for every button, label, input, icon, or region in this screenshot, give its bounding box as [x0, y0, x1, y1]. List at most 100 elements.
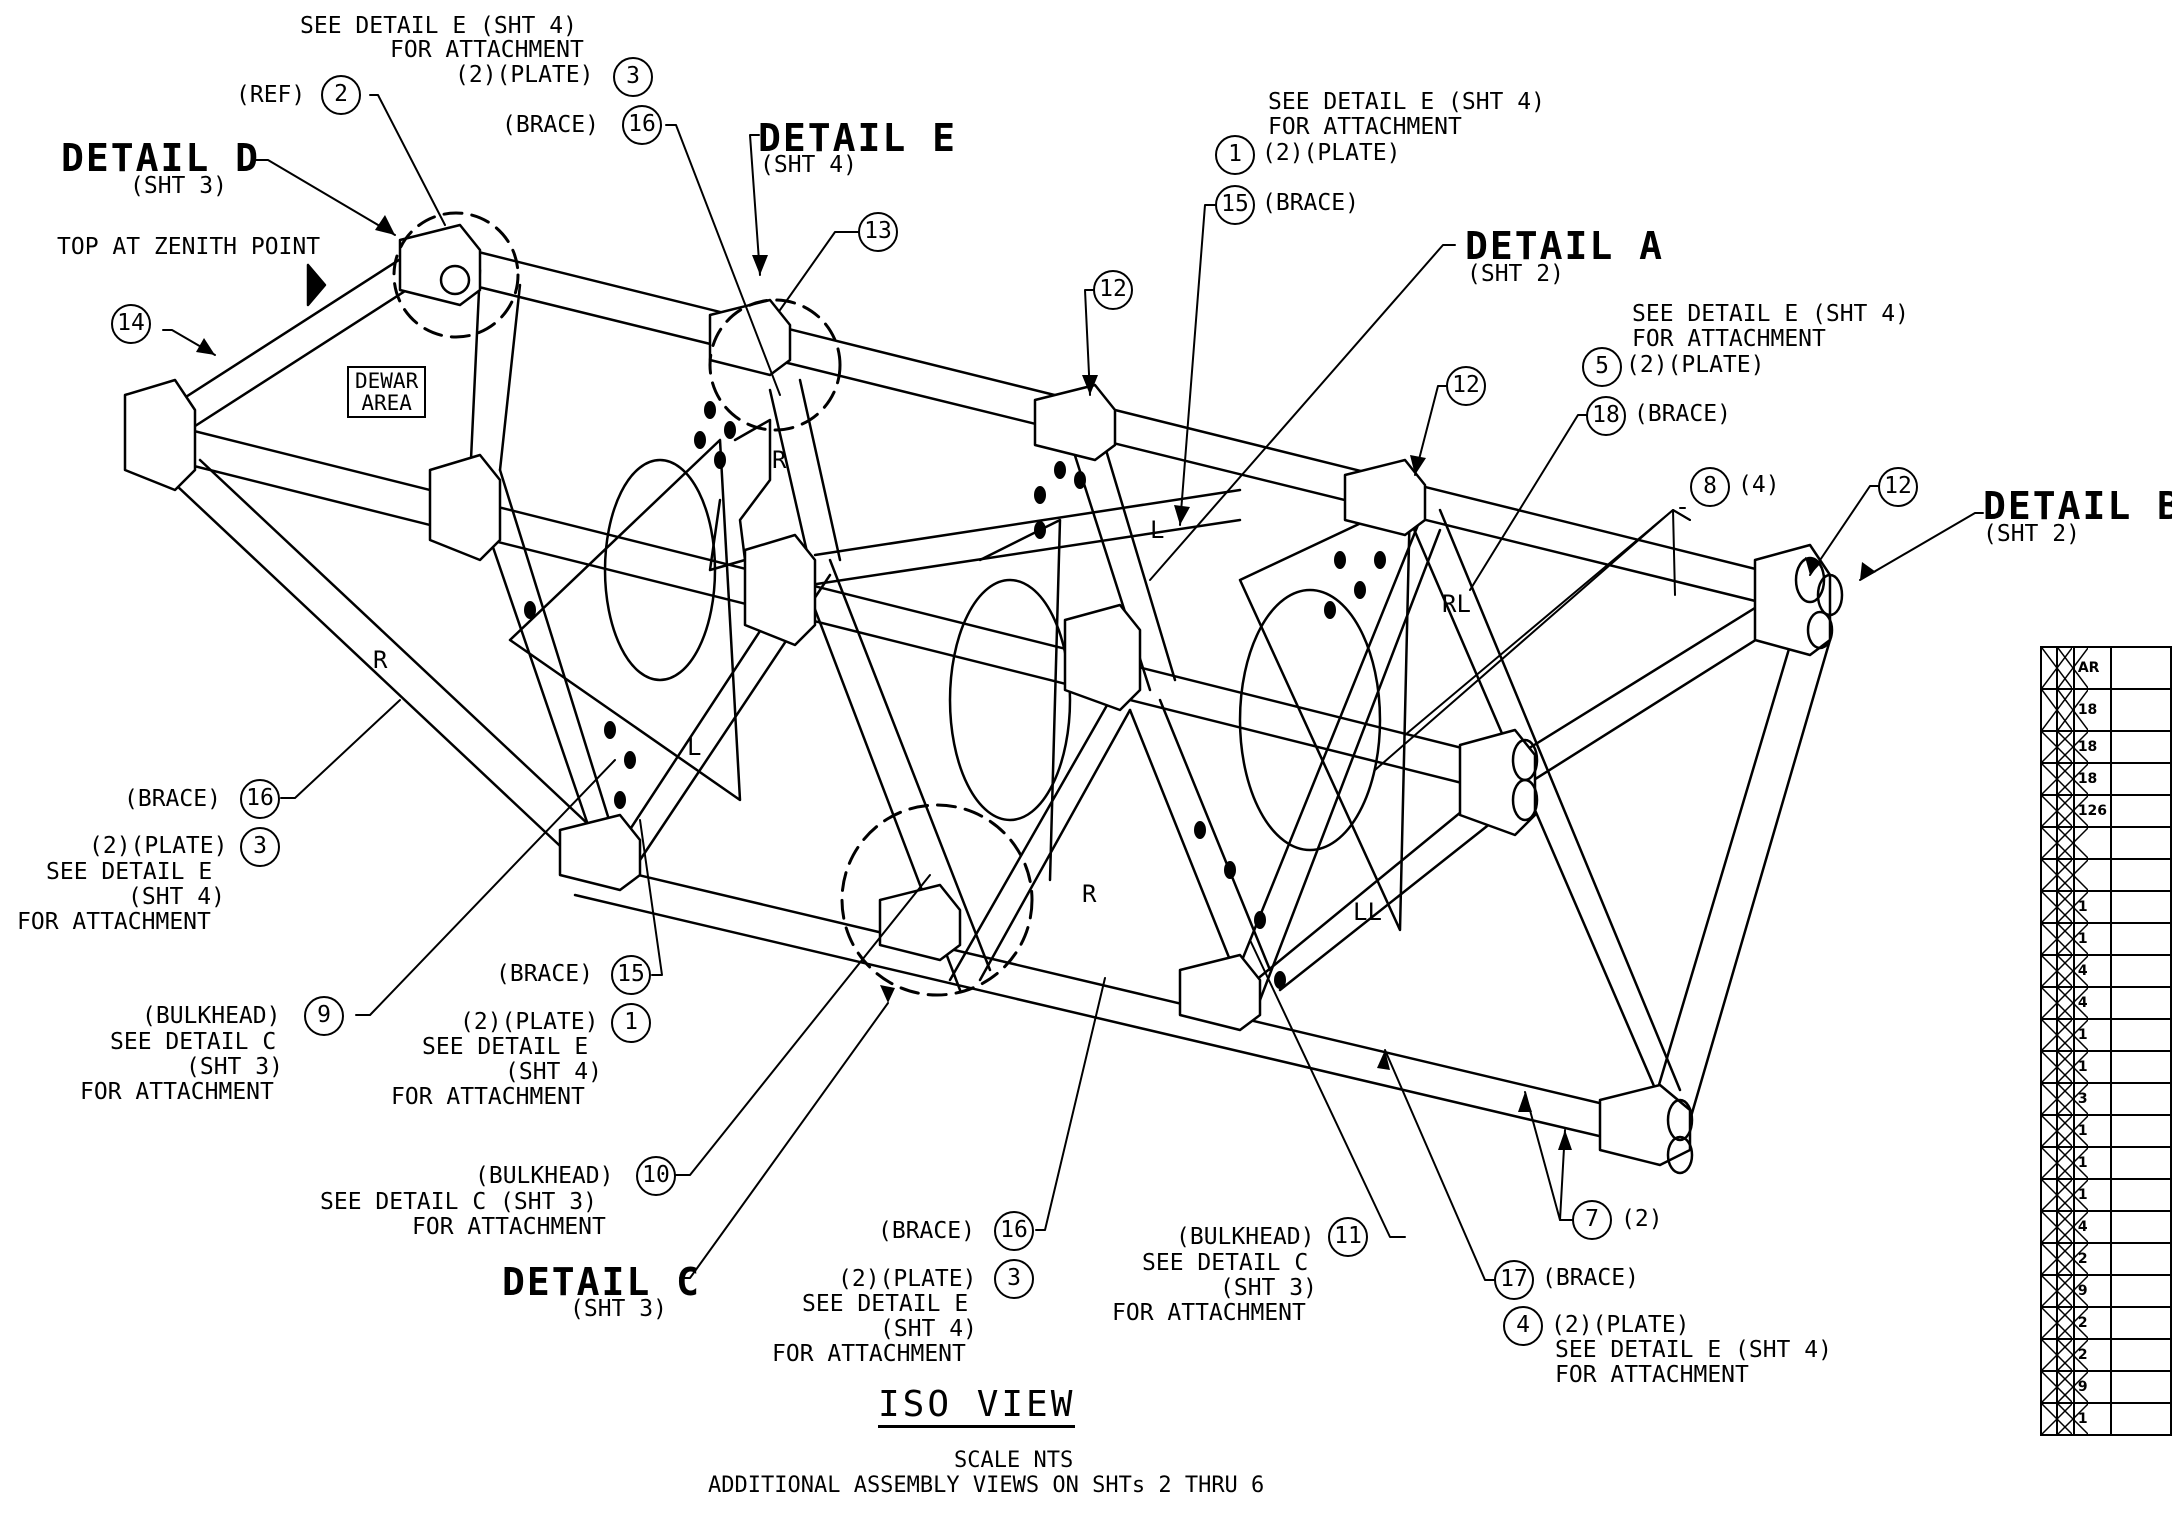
callout-bubble-9: 9: [304, 996, 344, 1036]
callout-bubble-15-left: 15: [611, 955, 651, 995]
callout-bubble-11: 11: [1328, 1217, 1368, 1257]
detail-e-sheet: (SHT 4): [760, 152, 857, 178]
bolt-holes: [524, 401, 1386, 989]
note-two-plate-4: (2)(PLATE): [1551, 1312, 1690, 1338]
detail-b-title: DETAIL B: [1983, 484, 2172, 528]
bom-desc-cell: [2110, 1306, 2172, 1340]
bom-qty-cell: 18: [2072, 762, 2113, 796]
note-brace-18: (BRACE): [1634, 401, 1731, 427]
bom-cross-cell: [2039, 730, 2072, 764]
bom-qty-cell: 2: [2072, 1242, 2113, 1276]
bom-row: 1: [2039, 1018, 2172, 1052]
bom-row: 18: [2039, 762, 2172, 796]
bom-cross-cell: [2039, 1146, 2072, 1180]
bom-qty-cell: 1: [2072, 1178, 2113, 1212]
callout-bubble-15-top: 15: [1215, 185, 1255, 225]
bom-desc-cell: [2110, 762, 2172, 796]
bom-row: 1: [2039, 1050, 2172, 1084]
callout-bubble-5: 5: [1582, 347, 1622, 387]
callout-bubble-12-left: 12: [1093, 270, 1133, 310]
note-two-plate-left: (2)(PLATE): [89, 833, 228, 859]
bom-row: 126: [2039, 794, 2172, 828]
dewar-area-line-2: AREA: [361, 391, 412, 415]
bom-qty-cell: [2072, 826, 2113, 860]
detail-circles: [392, 211, 1034, 997]
member-mark-r-top: R: [772, 446, 787, 474]
callout-bubble-1-top: 1: [1215, 135, 1255, 175]
bom-qty-cell: 4: [2072, 954, 2113, 988]
note-two-plate-15: (2)(PLATE): [460, 1009, 599, 1035]
note-top-at-zenith: TOP AT ZENITH POINT: [57, 234, 321, 260]
bom-cross-cell: [2039, 1050, 2072, 1084]
detail-c-title: DETAIL C: [502, 1260, 702, 1304]
bom-cross-cell: [2056, 954, 2089, 988]
bom-qty-cell: 9: [2072, 1370, 2113, 1404]
bom-desc-cell: [2110, 1210, 2172, 1244]
bom-row: 18: [2039, 730, 2172, 764]
bom-desc-cell: [2110, 922, 2172, 956]
bom-qty-cell: 9: [2072, 1274, 2113, 1308]
bom-cross-cell: [2039, 1114, 2072, 1148]
bom-desc-cell: [2110, 688, 2172, 732]
note-qty-4: (4): [1738, 472, 1780, 498]
detail-e-title: DETAIL E: [758, 116, 958, 160]
callout-bubble-3-bottom: 3: [994, 1259, 1034, 1299]
note-two-plate-r2: (2)(PLATE): [1626, 352, 1765, 378]
note-sht3-11: (SHT 3): [1220, 1275, 1317, 1301]
bom-cross-cell: [2039, 1306, 2072, 1340]
bom-cross-cell: [2056, 890, 2089, 924]
callout-bubble-16-bottom: 16: [994, 1211, 1034, 1251]
callout-bubble-12-mid: 12: [1446, 366, 1486, 406]
bom-cross-cell: [2039, 986, 2072, 1020]
dewar-area-box: DEWAR AREA: [347, 366, 427, 418]
note-brace-15-left: (BRACE): [496, 961, 593, 987]
note-for-attachment-top: FOR ATTACHMENT: [390, 37, 584, 63]
bom-cross-cell: [2039, 826, 2072, 860]
note-two-plate-r1: (2)(PLATE): [1262, 140, 1401, 166]
note-sht4-bottom: (SHT 4): [880, 1316, 977, 1342]
callout-bubble-16-top: 16: [622, 105, 662, 145]
bom-qty-cell: 1: [2072, 890, 2113, 924]
bom-cross-cell: [2056, 1146, 2089, 1180]
bom-qty-cell: 1: [2072, 1146, 2113, 1180]
view-title: ISO VIEW: [878, 1385, 1076, 1428]
bom-row: 2: [2039, 1338, 2172, 1372]
note-see-detail-e-left: SEE DETAIL E: [46, 859, 213, 885]
bom-qty-cell: 126: [2072, 794, 2113, 828]
note-see-detail-e-r1: SEE DETAIL E (SHT 4): [1268, 89, 1545, 115]
detail-d-sheet: (SHT 3): [130, 173, 227, 199]
leader-lines: [162, 94, 1984, 1281]
bom-desc-cell: [2110, 730, 2172, 764]
bom-cross-cell: [2056, 1082, 2089, 1116]
chord-tubes: [148, 238, 1832, 1150]
bom-qty-cell: 18: [2072, 730, 2113, 764]
callout-bubble-4: 4: [1503, 1306, 1543, 1346]
note-two-plate-top: (2)(PLATE): [455, 62, 594, 88]
bom-row: 1: [2039, 1402, 2172, 1436]
bom-cross-cell: [2039, 1178, 2072, 1212]
callout-bubble-12-right: 12: [1878, 467, 1918, 507]
bom-cross-cell: [2039, 922, 2072, 956]
bom-row: 1: [2039, 1146, 2172, 1180]
note-for-attachment-r1: FOR ATTACHMENT: [1268, 114, 1462, 140]
bom-qty-cell: 4: [2072, 986, 2113, 1020]
bom-cross-cell: [2056, 826, 2089, 860]
bom-desc-cell: [2110, 858, 2172, 892]
note-qty-2: (2): [1621, 1206, 1663, 1232]
note-for-attachment-9: FOR ATTACHMENT: [80, 1079, 274, 1105]
bom-cross-cell: [2056, 1114, 2089, 1148]
callout-bubble-17: 17: [1494, 1260, 1534, 1300]
detail-a-sheet: (SHT 2): [1467, 261, 1564, 287]
bom-row: 4: [2039, 954, 2172, 988]
callout-bubble-13: 13: [858, 212, 898, 252]
zenith-flag: [306, 263, 327, 307]
bom-qty-cell: 1: [2072, 1402, 2113, 1436]
note-for-attachment-4: FOR ATTACHMENT: [1555, 1362, 1749, 1388]
bom-row: 2: [2039, 1242, 2172, 1276]
bom-cross-cell: [2039, 688, 2072, 732]
bom-row: 4: [2039, 986, 2172, 1020]
view-scale: SCALE NTS: [954, 1448, 1074, 1473]
member-mark-rl: RL: [1442, 590, 1471, 618]
bom-row: 2: [2039, 1306, 2172, 1340]
